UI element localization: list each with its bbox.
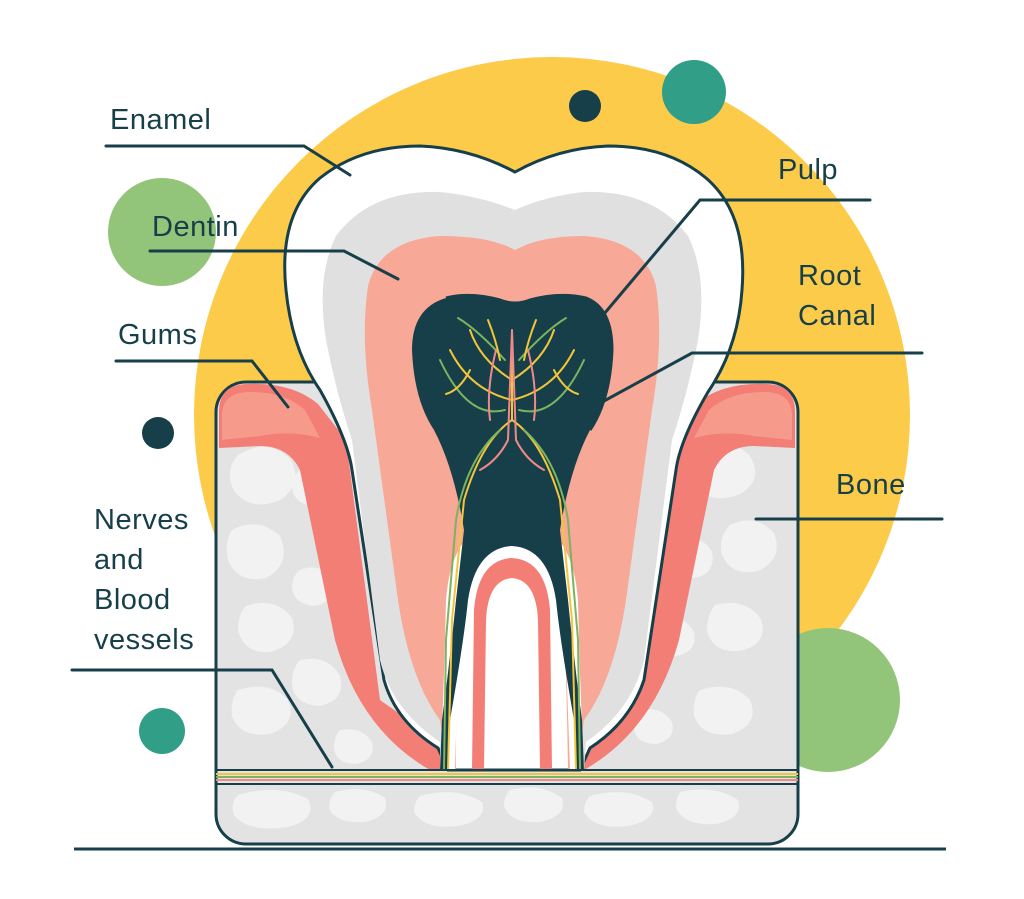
- enamel-label: Enamel: [110, 104, 212, 136]
- root-canal-label-line-2: Canal: [798, 300, 877, 332]
- pulp-chamber: [412, 295, 612, 770]
- tooth: [283, 144, 745, 772]
- teal-circle-bottom-left: [139, 708, 185, 754]
- bone-label: Bone: [836, 469, 906, 501]
- teal-circle-top: [662, 60, 726, 124]
- pulp-leader: [602, 198, 872, 316]
- navy-dot-top: [569, 90, 601, 122]
- root-canal-label-line-1: Root: [798, 260, 862, 292]
- pulp-label: Pulp: [778, 154, 839, 186]
- dentin-leader: [148, 249, 400, 281]
- navy-dot-left: [142, 417, 174, 449]
- pulp-outline: [445, 293, 614, 431]
- root-canal-leader: [602, 351, 924, 403]
- enamel-leader: [104, 144, 352, 177]
- green-circle-top-left: [108, 178, 216, 286]
- root-inner-gum: [440, 518, 584, 770]
- nerves-leader: [70, 668, 334, 769]
- nerves-and-blood-vessels-label: Nerves and Blood vessels: [94, 500, 194, 660]
- nerves-label-line-4: vessels: [94, 624, 195, 656]
- root-furcation-gum: [472, 558, 552, 770]
- nerve-bundle-base: [216, 769, 798, 785]
- nerves-label-line-2: and: [94, 544, 144, 576]
- nerves-and-vessels: [439, 317, 585, 771]
- gums-leader: [114, 359, 290, 409]
- leader-lines: [70, 144, 944, 769]
- root-canal-label: Root Canal: [798, 256, 876, 336]
- gum-tissue: [219, 383, 795, 770]
- dentin-label: Dentin: [152, 211, 239, 243]
- nerves-label-line-3: Blood: [94, 584, 171, 616]
- gums-label: Gums: [118, 319, 198, 351]
- nerves-label-line-1: Nerves: [94, 504, 189, 536]
